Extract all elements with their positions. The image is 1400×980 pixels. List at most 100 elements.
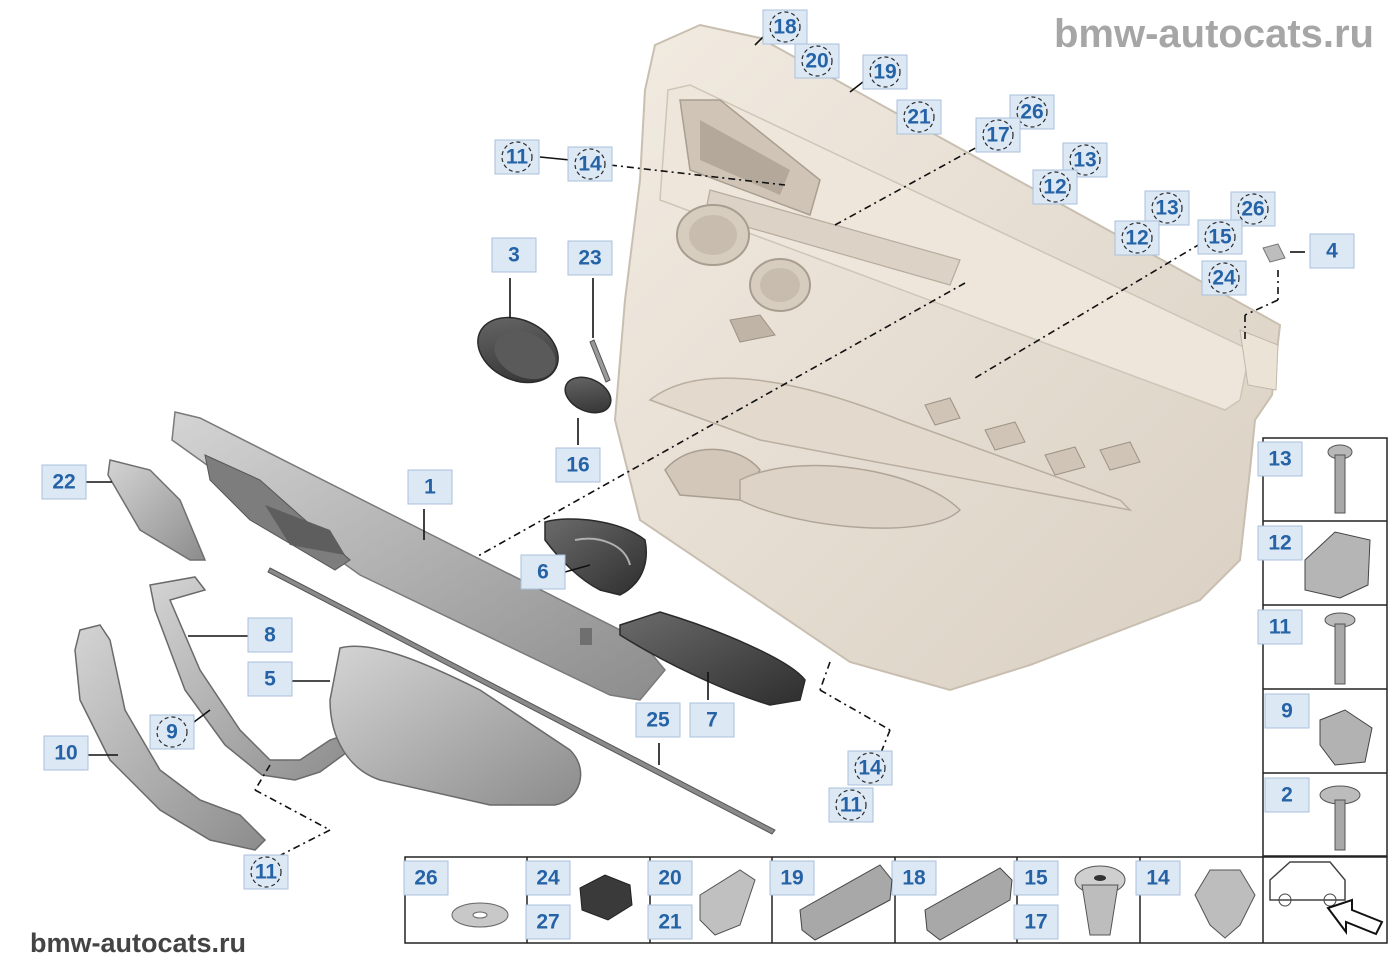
pad-7 xyxy=(619,611,806,706)
door-trim-panel xyxy=(613,23,1282,692)
leader-lines xyxy=(85,29,1305,859)
bottom-label-27: 27 xyxy=(525,904,571,940)
callout-9: 9 xyxy=(149,714,195,750)
svg-text:20: 20 xyxy=(805,50,828,73)
watermark-bottom: bmw-autocats.ru xyxy=(30,928,247,958)
callout-22: 22 xyxy=(41,464,87,500)
svg-text:4: 4 xyxy=(1326,240,1338,263)
svg-text:24: 24 xyxy=(1212,267,1236,290)
side-label-13: 13 xyxy=(1257,441,1303,477)
svg-text:6: 6 xyxy=(537,561,549,584)
svg-text:15: 15 xyxy=(1208,226,1232,249)
washer-26-hole xyxy=(472,911,488,919)
callout-12: 12 xyxy=(1032,169,1078,205)
callout-16: 16 xyxy=(555,447,601,483)
callout-1: 1 xyxy=(407,469,453,505)
callout-21: 21 xyxy=(896,99,942,135)
svg-text:11: 11 xyxy=(840,794,863,817)
side-label-2: 2 xyxy=(1264,777,1310,813)
cover-6-trim xyxy=(574,537,631,566)
svg-text:3: 3 xyxy=(508,244,520,267)
svg-text:9: 9 xyxy=(1281,700,1293,723)
svg-text:12: 12 xyxy=(1268,532,1291,555)
clip-20-icon xyxy=(699,869,756,936)
clip-19-icon xyxy=(799,864,893,941)
car-orientation-icon xyxy=(1269,861,1346,907)
screw-11-shank xyxy=(1334,623,1346,685)
clip-12-icon xyxy=(1304,531,1371,599)
callout-15: 15 xyxy=(1197,219,1243,255)
side-label-11: 11 xyxy=(1257,609,1303,645)
seal-strip-25 xyxy=(267,567,776,835)
callout-25: 25 xyxy=(635,702,681,738)
svg-text:21: 21 xyxy=(907,106,931,129)
svg-text:14: 14 xyxy=(578,153,602,176)
svg-text:11: 11 xyxy=(506,146,529,169)
svg-text:25: 25 xyxy=(646,709,670,732)
callout-6: 6 xyxy=(520,554,566,590)
grommet-15-hole xyxy=(1094,875,1106,881)
callout-14b: 14 xyxy=(847,750,893,786)
direction-arrow-icon xyxy=(1326,898,1384,936)
svg-text:12: 12 xyxy=(1043,176,1066,199)
bottom-label-15: 15 xyxy=(1013,860,1059,896)
callout-13b: 13 xyxy=(1144,190,1190,226)
speaker-grille-3 xyxy=(477,316,559,384)
callout-17: 17 xyxy=(975,117,1021,153)
callout-7: 7 xyxy=(689,702,735,738)
svg-text:14: 14 xyxy=(858,757,882,780)
svg-text:8: 8 xyxy=(264,624,276,647)
svg-text:15: 15 xyxy=(1024,867,1048,890)
callout-11: 11 xyxy=(494,139,540,175)
callout-8: 8 xyxy=(247,617,293,653)
side-label-9: 9 xyxy=(1264,693,1310,729)
screw-13-shank xyxy=(1334,454,1346,514)
svg-text:13: 13 xyxy=(1155,197,1178,220)
svg-text:24: 24 xyxy=(536,867,560,890)
screw-2-shank xyxy=(1334,799,1346,851)
callout-23: 23 xyxy=(567,240,613,276)
svg-text:13: 13 xyxy=(1268,448,1291,471)
svg-text:26: 26 xyxy=(1020,101,1043,124)
svg-text:12: 12 xyxy=(1125,227,1148,250)
fastener-bottom-row: 26 24 27 20 21 19 18 15 17 14 xyxy=(403,856,1388,944)
svg-text:5: 5 xyxy=(264,668,276,691)
callout-18: 18 xyxy=(762,9,808,45)
svg-text:26: 26 xyxy=(1241,198,1264,221)
callout-5: 5 xyxy=(247,661,293,697)
grommet-15-body xyxy=(1081,884,1119,936)
svg-text:11: 11 xyxy=(1269,616,1292,639)
bottom-label-20: 20 xyxy=(647,860,693,896)
side-label-12: 12 xyxy=(1257,525,1303,561)
svg-text:19: 19 xyxy=(780,867,803,890)
bottom-label-14: 14 xyxy=(1135,860,1181,896)
svg-text:1: 1 xyxy=(424,476,436,499)
clip-14-icon xyxy=(1194,869,1256,939)
callout-12b: 12 xyxy=(1114,220,1160,256)
clip-9-icon xyxy=(1319,709,1373,766)
callout-labels: 18 20 19 21 26 17 11 14 13 12 13 26 12 1… xyxy=(41,9,1355,890)
svg-text:7: 7 xyxy=(706,709,718,732)
callout-24: 24 xyxy=(1201,260,1247,296)
svg-text:14: 14 xyxy=(1146,867,1170,890)
svg-text:18: 18 xyxy=(902,867,926,890)
svg-text:18: 18 xyxy=(773,16,797,39)
bottom-label-18: 18 xyxy=(891,860,937,896)
callout-10: 10 xyxy=(43,735,89,771)
armrest-pad-5 xyxy=(329,645,582,806)
svg-text:23: 23 xyxy=(578,247,601,270)
clip-18-icon xyxy=(924,867,1013,941)
callout-20: 20 xyxy=(794,43,840,79)
callout-11b: 11 xyxy=(828,787,874,823)
armrest-trim-bar xyxy=(171,411,666,701)
fastener-side-panel: 13 12 11 9 2 xyxy=(1257,437,1388,857)
grab-handle-10 xyxy=(74,624,267,851)
callout-3: 3 xyxy=(491,237,537,273)
trim-cover-22 xyxy=(107,459,207,561)
svg-text:16: 16 xyxy=(566,454,589,477)
svg-text:20: 20 xyxy=(658,867,681,890)
callout-4: 4 xyxy=(1309,233,1355,269)
svg-text:26: 26 xyxy=(414,867,437,890)
tweeter-cover-16 xyxy=(564,376,612,414)
